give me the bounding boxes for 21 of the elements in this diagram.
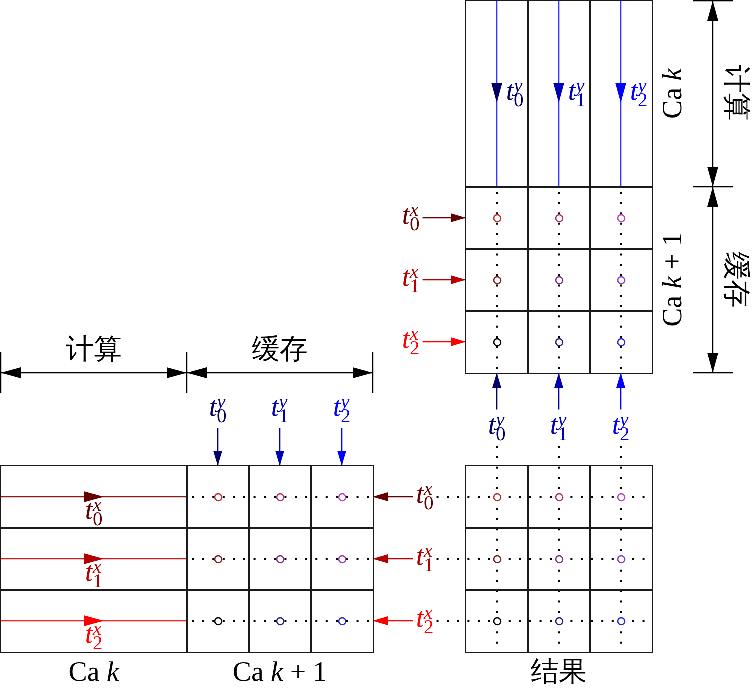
arrow — [214, 428, 222, 466]
arrow — [616, 373, 626, 410]
block-caption: 结果 — [531, 658, 587, 688]
arrow — [373, 554, 414, 564]
arrow — [373, 492, 414, 502]
block-caption: Ca k — [68, 658, 120, 688]
block-caption: Ca k + 1 — [658, 232, 688, 328]
block-caption: Ca k + 1 — [232, 658, 328, 688]
dimension-label: 缓存 — [721, 252, 751, 308]
dimension-label: 计算 — [721, 65, 751, 121]
dimension-label: 计算 — [66, 335, 122, 365]
arrow — [276, 428, 284, 466]
block-caption: Ca k — [658, 68, 688, 120]
arrow — [338, 428, 346, 466]
arrow — [492, 373, 502, 410]
arrow — [373, 616, 414, 626]
arrow — [422, 338, 466, 346]
arrow — [422, 214, 466, 222]
arrow — [422, 276, 466, 284]
arrow — [554, 373, 564, 410]
dimension-label: 缓存 — [252, 335, 308, 365]
